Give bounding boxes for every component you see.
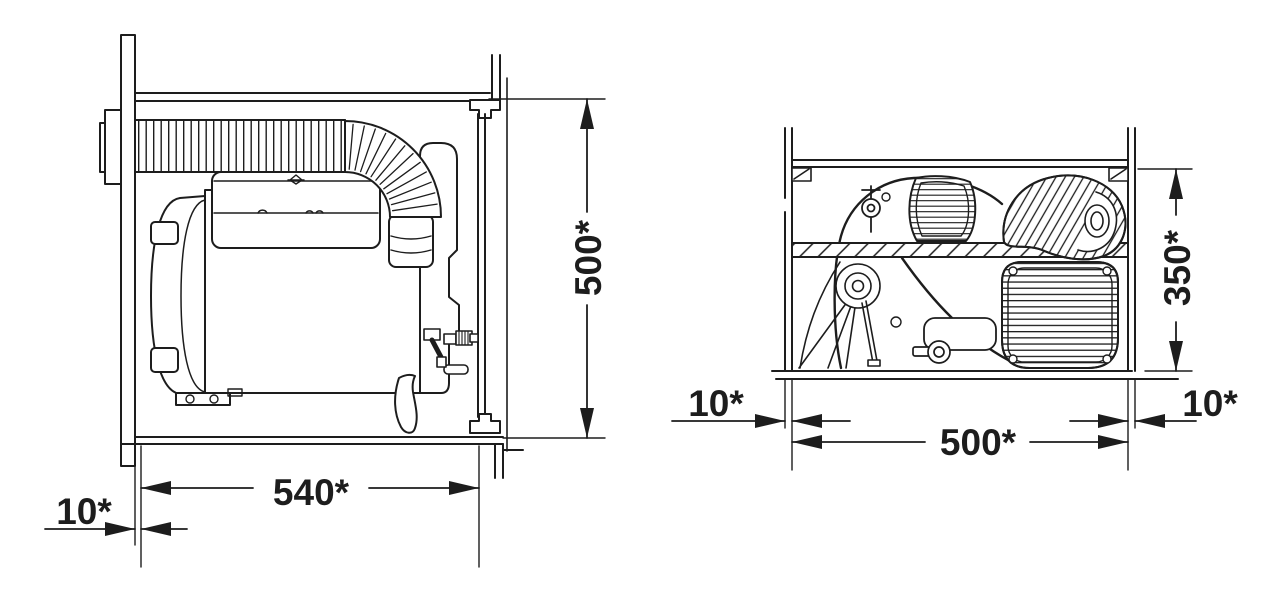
fan-assembly <box>798 261 881 369</box>
cabinet-structure <box>99 34 524 479</box>
top-view-dimensions: 350* 500* 10* 10* <box>671 168 1238 471</box>
boiler-top <box>798 175 1119 370</box>
boiler-side <box>134 119 479 434</box>
hose-end-coil <box>1077 191 1118 253</box>
top-view: 350* 500* 10* 10* <box>671 127 1238 471</box>
corner-battens <box>791 167 1129 182</box>
dimension-side-height: 500* <box>488 98 609 439</box>
corrugated-hose <box>1002 174 1127 261</box>
right-wall <box>469 54 508 452</box>
dimension-side-wall-thickness: 10* <box>44 491 188 536</box>
dimension-label-top-depth: 350* <box>1157 229 1198 306</box>
dimension-top-depth: 350* <box>1137 168 1198 372</box>
corrugated-elbow <box>344 120 442 218</box>
floor-line <box>771 370 1179 380</box>
vent-mark <box>287 174 305 185</box>
dimension-label-top-clearance-left: 10* <box>688 383 744 424</box>
inner-panel <box>477 113 486 418</box>
dimension-top-clearance-right: 10* <box>1069 383 1238 428</box>
valve-fittings <box>423 328 479 375</box>
corrugated-duct <box>134 119 346 173</box>
bottom-bracket <box>469 413 501 434</box>
duct-collar <box>388 214 434 268</box>
dimension-label-side-width: 540* <box>273 472 350 513</box>
mounting-foot <box>175 388 243 406</box>
rear-cap <box>150 195 206 397</box>
dimension-top-clearance-left: 10* <box>671 383 851 428</box>
dimension-side-width: 540* <box>134 445 480 568</box>
gas-valve <box>861 185 891 233</box>
top-bracket <box>469 99 501 119</box>
top-cover <box>211 171 381 249</box>
floor <box>120 436 524 479</box>
top-panel <box>134 92 491 102</box>
upper-grille <box>908 175 977 242</box>
side-view: 500* 540* 10* <box>44 34 609 568</box>
top-panel <box>791 159 1129 168</box>
left-wall <box>120 34 136 467</box>
flue-outlet <box>99 109 122 185</box>
lower-grille <box>1001 261 1119 369</box>
side-view-dimensions: 500* 540* 10* <box>44 98 609 568</box>
drain-fitting <box>890 316 951 364</box>
drain-tube <box>394 373 418 434</box>
dimension-label-top-clearance-right: 10* <box>1182 383 1238 424</box>
dimension-label-side-height: 500* <box>568 219 609 296</box>
dimension-label-top-width: 500* <box>940 422 1017 463</box>
dimension-label-side-wall: 10* <box>56 491 112 532</box>
